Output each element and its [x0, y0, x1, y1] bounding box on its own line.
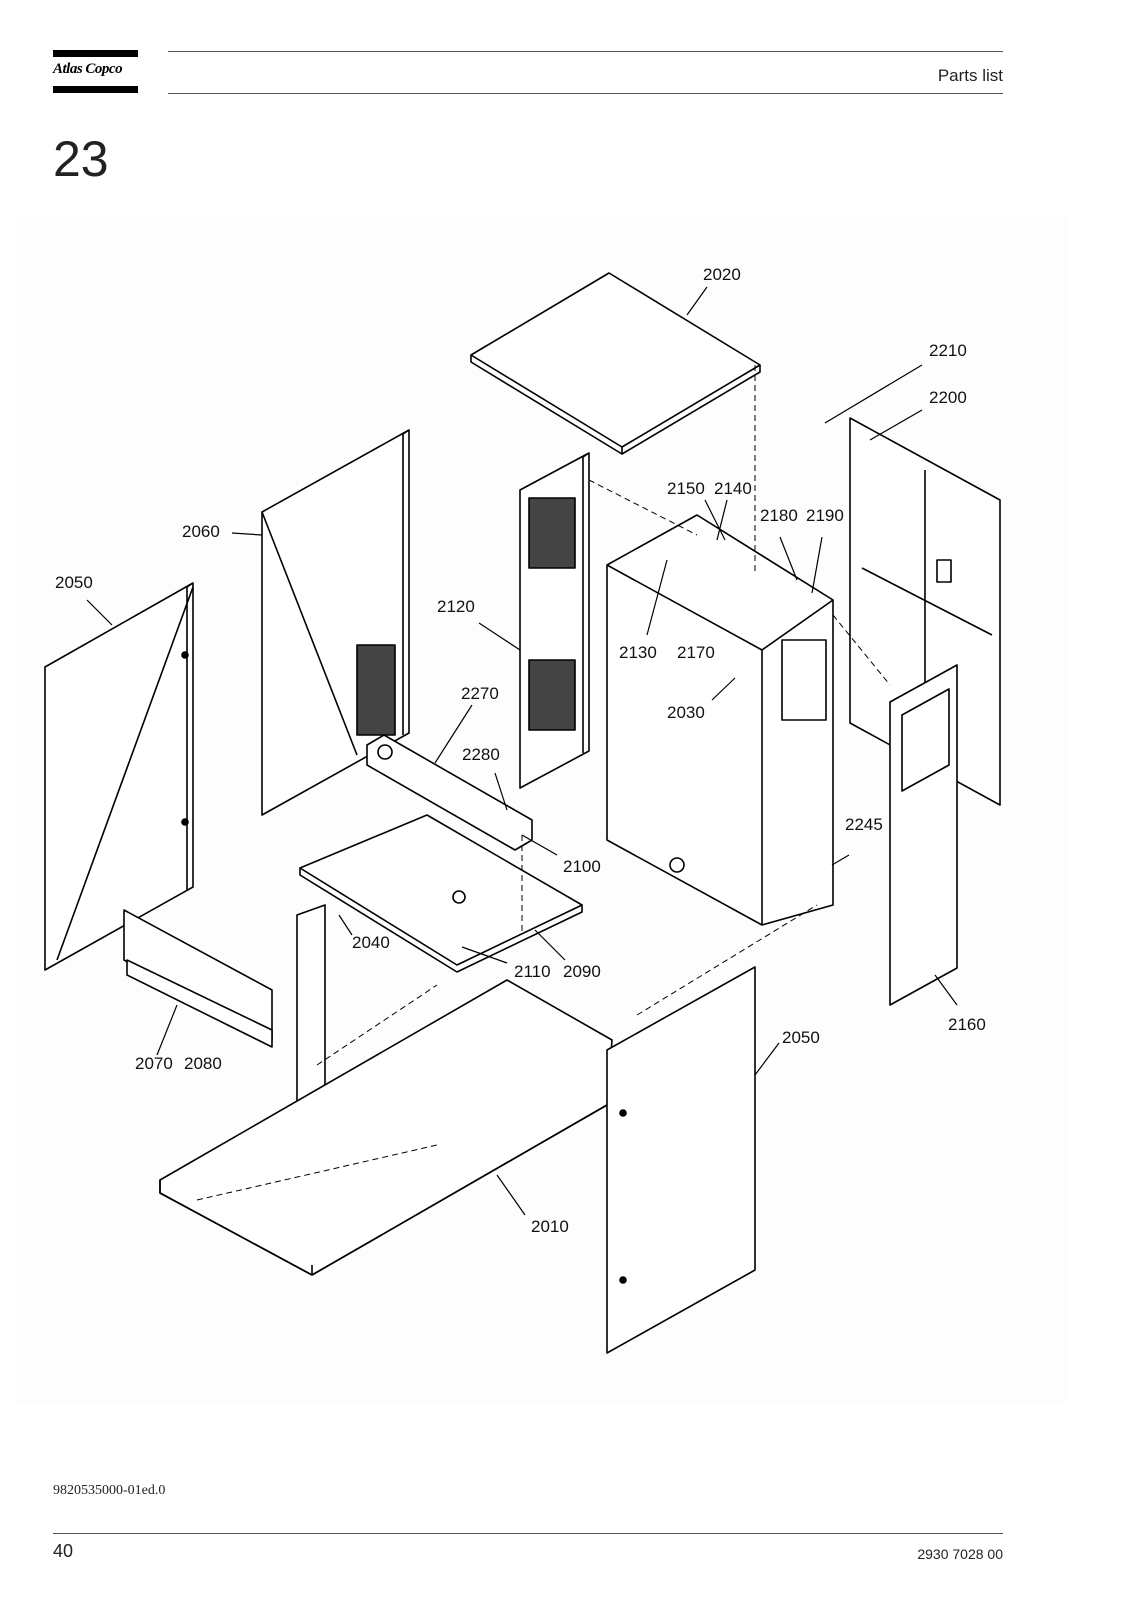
chapter-number: 23 — [53, 131, 109, 187]
callout-2110: 2110 — [514, 962, 551, 981]
part-top-cover — [470, 272, 761, 455]
callout-2150: 2150 — [667, 479, 705, 498]
part-side-panel-2050-left — [44, 582, 194, 971]
part-bracket-2070 — [123, 909, 273, 1048]
callout-2060: 2060 — [182, 522, 220, 541]
callout-2140: 2140 — [714, 479, 752, 498]
callout-leader-lines — [86, 286, 958, 1216]
atlas-copco-logo: Atlas Copco — [53, 50, 138, 95]
callout-2120: 2120 — [437, 597, 475, 616]
callout-2030: 2030 — [667, 703, 705, 722]
assembly-dashed-lines — [196, 365, 891, 1201]
callout-labels: 2020 2210 2200 2150 2140 2180 2190 2060 … — [55, 265, 986, 1236]
callout-2180: 2180 — [760, 506, 798, 525]
header-rule-top — [168, 51, 1003, 52]
callout-2280: 2280 — [462, 745, 500, 764]
part-door-panel-2060 — [261, 429, 410, 816]
part-side-panel-2050-right — [606, 966, 756, 1354]
callout-2010: 2010 — [531, 1217, 569, 1236]
callout-2040: 2040 — [352, 933, 390, 952]
callout-2210: 2210 — [929, 341, 967, 360]
callout-2160: 2160 — [948, 1015, 986, 1034]
callout-2090: 2090 — [563, 962, 601, 981]
logo-wordmark: Atlas Copco — [53, 61, 123, 77]
callout-2050-right: 2050 — [782, 1028, 820, 1047]
exploded-parts-drawing: 2020 2210 2200 2150 2140 2180 2190 2060 … — [17, 215, 1067, 1403]
callout-2130: 2130 — [619, 643, 657, 662]
logo-bar-bottom — [53, 86, 138, 93]
part-grille-panel-2120 — [519, 452, 590, 789]
part-front-frame-2160 — [889, 664, 958, 1006]
section-title: Parts list — [937, 66, 1003, 85]
callout-2080: 2080 — [184, 1054, 222, 1073]
callout-2200: 2200 — [929, 388, 967, 407]
callout-2020: 2020 — [703, 265, 741, 284]
callout-2190: 2190 — [806, 506, 844, 525]
callout-2270: 2270 — [461, 684, 499, 703]
page-number: 40 — [53, 1541, 74, 1561]
callout-2070: 2070 — [135, 1054, 173, 1073]
document-id: 9820535000-01ed.0 — [53, 1483, 166, 1498]
part-main-frame — [606, 514, 834, 926]
part-rear-panel-2200 — [849, 417, 1001, 806]
callout-2050-left: 2050 — [55, 573, 93, 592]
document-number: 2930 7028 00 — [917, 1546, 1003, 1562]
footer-rule — [53, 1533, 1003, 1534]
callout-2170: 2170 — [677, 643, 715, 662]
header-rule-bottom — [168, 93, 1003, 94]
part-mounting-plate-2100 — [299, 814, 583, 973]
callout-2100: 2100 — [563, 857, 601, 876]
callout-2245: 2245 — [845, 815, 883, 834]
part-beam-2270 — [366, 734, 533, 851]
logo-bar-top — [53, 50, 138, 57]
